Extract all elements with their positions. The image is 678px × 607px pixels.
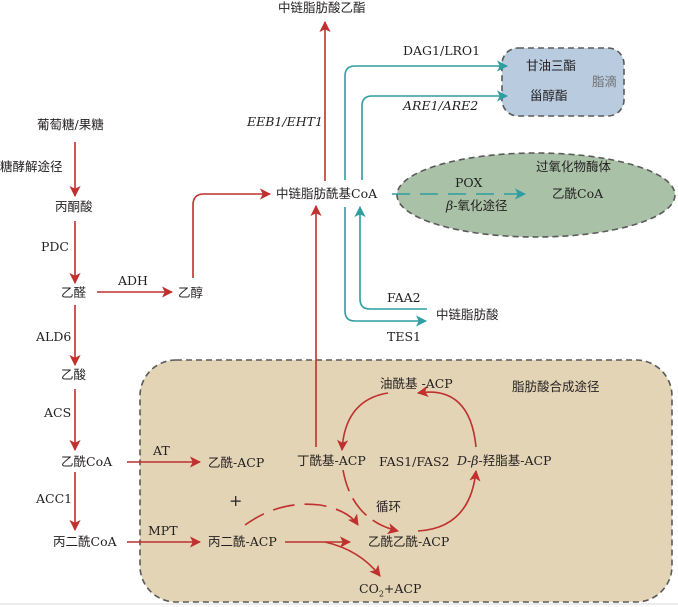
arrow-cycle-oleoyl-to-butyryl [337,392,389,452]
node-oleoyl-acp: 油酰基 -ACP [380,376,453,391]
co2-text: CO [359,581,379,596]
enzyme-tes1: TES1 [387,329,421,344]
node-acetoacetyl-acp: 乙酰乙酰-ACP [368,534,450,549]
arrow-tes1 [344,207,428,327]
arrow-faa2 [354,205,427,310]
enzyme-acs: ACS [44,405,72,420]
node-co2-acp: CO2+ACP [359,582,421,602]
node-pyruvate: 丙酮酸 [55,199,93,214]
enzyme-adh: ADH [118,273,148,288]
enzyme-mpt: MPT [148,523,178,538]
node-malonyl-acp: 丙二酰-ACP [208,534,277,549]
node-ethanol: 乙醇 [178,285,204,300]
node-sterol-ester: 甾醇酯 [530,88,568,103]
arrow-cycle-acetoacetyl-to-hydroxy [417,469,481,532]
node-acetyl-acp: 乙酰-ACP [208,455,265,470]
label-beta-oxidation: β-氧化途径 [446,199,507,213]
node-mcfa-ethyl-ester: 中链脂肪酸乙酯 [278,0,366,15]
label-peroxisome: 过氧化物酶体 [536,159,612,174]
enzyme-pox: POX [455,175,483,190]
enzyme-eeb1-eht1: EEB1/EHT1 [247,114,323,129]
enzyme-ald6: ALD6 [36,329,72,344]
lipid-droplet-region [501,47,625,117]
arrow-to-co2 [324,541,381,577]
arrow-condensation [244,503,359,526]
node-butyryl-acp: 丁酰基-ACP [297,453,366,468]
beta-symbol: β [446,198,454,213]
arrow-cycle-hydroxy-to-oleoyl [416,385,477,448]
label-fas-cycle: FAS1/FAS2 [379,454,450,469]
arrow-ethanol-to-mcfa-coa [192,188,272,278]
enzyme-dag1-lro1: DAG1/LRO1 [403,43,481,58]
enzyme-at: AT [153,443,170,458]
enzyme-faa2: FAA2 [387,290,421,305]
label-cycle: 循环 [376,499,402,514]
arrow-dag1-lro1 [344,60,509,180]
beta-oxidation-text: -氧化途径 [453,198,508,213]
d-prefix: D [457,453,468,468]
node-acetyl-coa: 乙酰CoA [61,454,113,469]
label-glycolysis: 糖酵解途径 [0,159,63,174]
arrow-cycle-butyryl-to-acetoacetyl [342,469,400,535]
enzyme-pdc: PDC [41,239,69,254]
node-malonyl-coa: 丙二酰CoA [53,534,117,549]
node-mcfa: 中链脂肪酸 [436,307,499,322]
plus-sign: + [229,491,243,510]
label-fas-region: 脂肪酸合成途径 [512,379,600,394]
node-triglyceride: 甘油三酯 [526,58,577,73]
hydroxyacyl-acp-text: -羟脂基-ACP [478,453,552,468]
arrow-are1-are2 [361,90,509,180]
fas-region [139,359,673,603]
node-hydroxyacyl-acp: D-β-羟脂基-ACP [457,453,552,468]
node-mcfa-coa: 中链脂肪酰基CoA [276,186,378,201]
node-acetaldehyde: 乙醛 [61,285,87,300]
node-acetyl-coa-peroxisome: 乙酰CoA [552,186,604,201]
enzyme-are1-are2: ARE1/ARE2 [403,98,479,113]
label-lipid-droplet: 脂滴 [592,74,618,89]
acp-text: +ACP [383,581,422,596]
node-glucose-fructose: 葡萄糖/果糖 [37,117,104,132]
beta-prefix: β [471,453,479,468]
peroxisome-region [396,152,676,238]
enzyme-acc1: ACC1 [36,491,73,506]
node-acetate: 乙酸 [61,367,87,382]
co2-subscript: 2 [378,589,384,599]
